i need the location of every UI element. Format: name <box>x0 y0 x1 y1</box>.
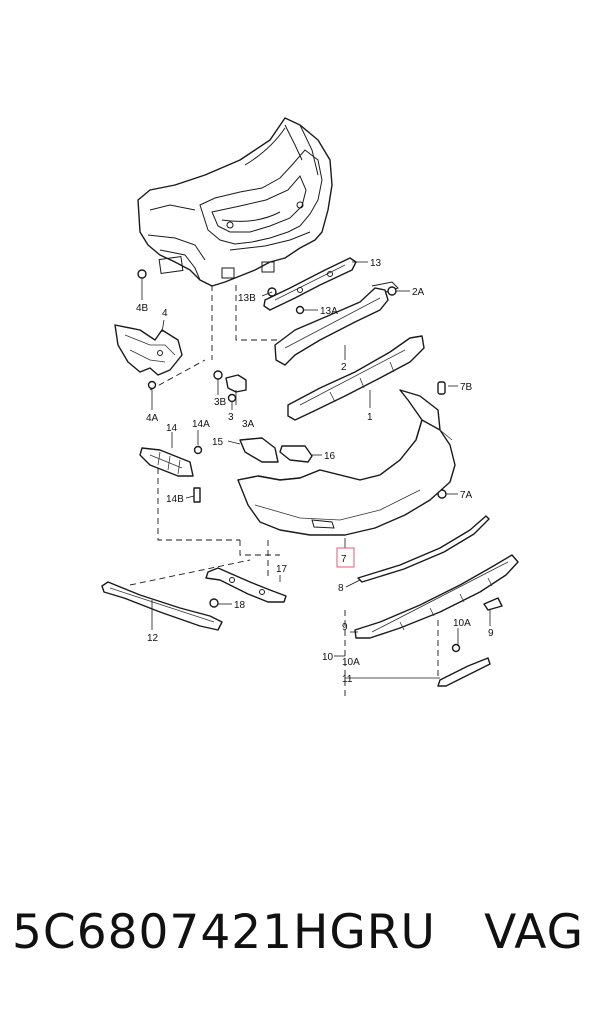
part-17-guide-profile <box>205 567 287 603</box>
part-14-reflector-holder <box>139 447 194 477</box>
callout-18: 18 <box>234 600 246 611</box>
callout-2A: 2A <box>412 287 425 298</box>
callout-1: 1 <box>367 412 373 423</box>
callout-15: 15 <box>212 437 224 448</box>
part-number: 5C6807421HGRU <box>12 905 436 960</box>
dashed-leaders <box>129 285 439 700</box>
part-2-absorber <box>274 281 399 366</box>
callout-16: 16 <box>324 451 336 462</box>
callout-10A: 10A <box>342 657 360 668</box>
callout-9-left: 9 <box>342 622 348 633</box>
callout-4: 4 <box>162 308 168 319</box>
car-body-illustration <box>137 117 333 287</box>
callout-4A: 4A <box>146 413 159 424</box>
callout-3B: 3B <box>214 397 227 408</box>
callout-17: 17 <box>276 564 288 575</box>
callout-3: 3 <box>228 412 234 423</box>
callout-14A: 14A <box>192 419 210 430</box>
callout-8: 8 <box>338 583 344 594</box>
part-12-lower-trim <box>101 581 223 631</box>
brand-name: VAG <box>484 905 584 960</box>
callout-10: 10 <box>322 652 334 663</box>
callout-4B: 4B <box>136 303 149 314</box>
callout-13B: 13B <box>238 293 256 304</box>
part-1-reinforcement <box>287 335 425 421</box>
part-9-diffuser <box>354 554 519 639</box>
callout-10A-top: 10A <box>453 618 471 629</box>
callout-7A: 7A <box>460 490 473 501</box>
callout-14: 14 <box>166 423 178 434</box>
part-16-cover <box>279 445 313 463</box>
callout-13: 13 <box>370 258 382 269</box>
part-13-guide-rail <box>263 257 357 311</box>
callout-12: 12 <box>147 633 159 644</box>
callout-7-highlight <box>336 547 355 568</box>
callout-3A: 3A <box>242 419 255 430</box>
callout-7: 7 <box>341 554 347 565</box>
callout-7B: 7B <box>460 382 473 393</box>
leader-lines <box>141 261 491 679</box>
part-15-cover <box>239 437 279 463</box>
callout-labels: 13 2A 4B 13B 13A 4 2 3B 3 3A 4A 14A 14 1… <box>136 258 494 685</box>
part-3-bracket <box>225 374 247 393</box>
callout-13A: 13A <box>320 306 338 317</box>
part-11-clip-strip <box>437 657 491 687</box>
part-4-side-bracket <box>114 324 183 376</box>
callout-11: 11 <box>342 674 353 685</box>
fasteners <box>137 269 461 653</box>
caption-bar: 5C6807421HGRU VAG <box>0 905 600 975</box>
parts-diagram: 13 2A 4B 13B 13A 4 2 3B 3 3A 4A 14A 14 1… <box>101 117 519 700</box>
callout-9-right: 9 <box>488 628 494 639</box>
part-8-trim-strip <box>357 515 490 583</box>
part-7-bumper-cover <box>237 389 456 536</box>
callout-2: 2 <box>341 362 347 373</box>
callout-14B: 14B <box>166 494 184 505</box>
